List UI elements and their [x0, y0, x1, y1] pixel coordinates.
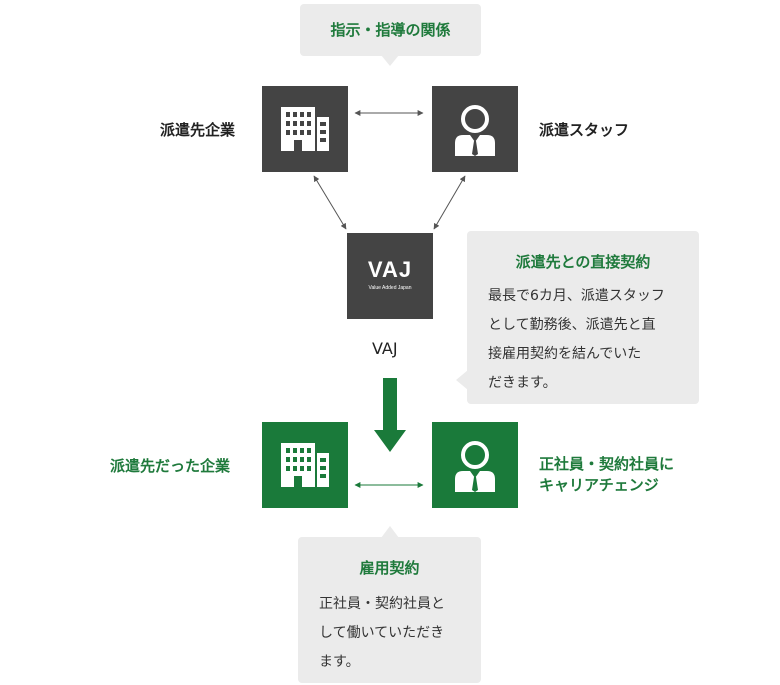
dispatch-staff-node: [432, 86, 518, 172]
direct-contract-bubble-pointer: [456, 370, 468, 390]
staff-vaj-arrow: [433, 175, 466, 230]
employment-contract-title: 雇用契約: [359, 559, 420, 577]
direct-contract-body: 最長で6カ月、派遣スタッフ として勤務後、派遣先と直 接雇用契約を結んでいた だ…: [488, 288, 665, 391]
employee-label: 正社員・契約社員に キャリアチェンジ: [539, 455, 675, 494]
vaj-node: VAJ Value Added Japan: [347, 233, 433, 319]
company-vaj-arrow: [313, 175, 347, 230]
former-company-label: 派遣先だった企業: [110, 457, 231, 475]
instruction-relationship-bubble: 指示・指導の関係: [300, 4, 481, 56]
employment-contract-bubble-pointer: [381, 526, 399, 538]
staff-person-icon: [455, 441, 495, 492]
building-icon: [281, 443, 329, 487]
dispatch-company-node: [262, 86, 348, 172]
instruction-bubble-pointer: [381, 55, 399, 66]
vaj-label: VAJ: [372, 339, 398, 358]
employment-contract-body: 正社員・契約社員と して働いていただき ます。: [319, 596, 445, 670]
building-icon: [281, 107, 329, 151]
former-company-node: [262, 422, 348, 508]
dispatch-company-label: 派遣先企業: [160, 121, 236, 139]
employment-contract-bubble: 雇用契約 正社員・契約社員と して働いていただき ます。: [298, 537, 481, 683]
direct-contract-bubble: 派遣先との直接契約 最長で6カ月、派遣スタッフ として勤務後、派遣先と直 接雇用…: [467, 231, 699, 404]
vaj-logo-subtitle: Value Added Japan: [368, 285, 412, 291]
dispatch-staff-label: 派遣スタッフ: [539, 121, 630, 139]
direct-contract-title: 派遣先との直接契約: [515, 253, 651, 271]
transition-down-arrow: [374, 378, 406, 452]
staff-person-icon: [455, 105, 495, 156]
employee-node: [432, 422, 518, 508]
instruction-relationship-text: 指示・指導の関係: [330, 21, 451, 39]
vaj-logo: VAJ: [367, 257, 413, 282]
